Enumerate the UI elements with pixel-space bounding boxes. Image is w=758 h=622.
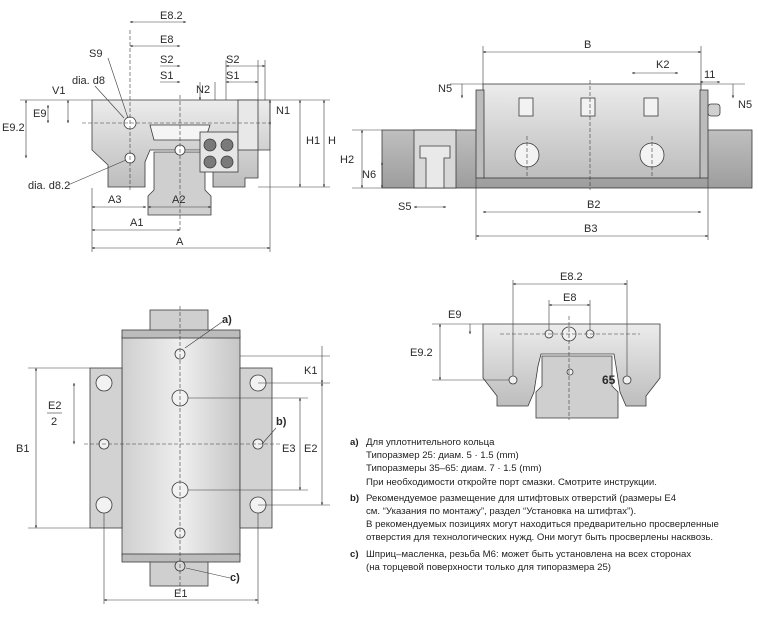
label-b3: B3 xyxy=(584,223,597,235)
rail-end xyxy=(535,355,619,419)
side-view: B K2 11 N5 N5 H2 N6 S5 B2 B3 xyxy=(340,39,753,240)
label-n2: N2 xyxy=(196,84,210,96)
footnote-line: Рекомендуемое размещение для штифтовых о… xyxy=(366,492,677,504)
label-v1: V1 xyxy=(52,85,65,97)
label-e92: E9.2 xyxy=(2,122,25,134)
footnote-line: см. “Указания по монтажу”, раздел “Устан… xyxy=(366,506,637,518)
label-e9-end: E9 xyxy=(448,309,461,321)
note-ref-c: c) xyxy=(230,572,240,584)
bolt-icon xyxy=(419,145,451,189)
label-s2-right: S2 xyxy=(226,54,239,66)
label-b: B xyxy=(584,39,591,51)
end-cap-profile xyxy=(482,323,661,407)
footnote-a: a) Для уплотнительного кольца Типоразмер… xyxy=(350,436,754,489)
label-e3: E3 xyxy=(282,443,295,455)
label-e1: E1 xyxy=(174,588,187,600)
label-b1: B1 xyxy=(16,443,29,455)
seal-plate xyxy=(237,99,259,151)
label-s1-right: S1 xyxy=(226,70,239,82)
footnote-line: Типоразмер 25: диам. 5 · 1.5 (mm) xyxy=(366,450,519,462)
label-n5-right: N5 xyxy=(738,99,752,111)
label-e82-end: E8.2 xyxy=(560,271,583,283)
footnote-line: отверстия для технологических нужд. Они … xyxy=(366,532,714,544)
ball xyxy=(203,138,217,152)
footnotes: a) Для уплотнительного кольца Типоразмер… xyxy=(350,436,754,577)
ball xyxy=(220,155,234,169)
footnote-line: (на торцевой поверхности только для типо… xyxy=(366,561,612,573)
footnote-marker: a) xyxy=(350,437,359,448)
label-b2: B2 xyxy=(587,199,600,211)
threaded-hole xyxy=(518,97,534,117)
note-ref-b: b) xyxy=(276,416,287,428)
pin-hole-icon xyxy=(566,368,574,376)
label-a1: A1 xyxy=(130,217,143,229)
threaded-hole xyxy=(643,97,659,117)
label-s2: S2 xyxy=(160,54,173,66)
label-e9: E9 xyxy=(33,108,46,120)
footnote-line: В рекомендуемых позициях могут находитьс… xyxy=(366,519,719,531)
footnote-marker: b) xyxy=(350,492,360,504)
footnote-marker: c) xyxy=(350,548,359,560)
pin-hole-icon xyxy=(622,375,632,385)
top-view: a) K1 b) E2 2 B1 E3 E2 c) E1 xyxy=(16,306,330,604)
end-cap-right xyxy=(699,89,709,179)
size-label: 65 xyxy=(602,373,616,387)
label-h2: H2 xyxy=(340,154,354,166)
label-e2-half-num: E2 xyxy=(48,400,61,412)
label-dia-d82: dia. d8.2 xyxy=(28,180,70,192)
label-a: A xyxy=(176,236,184,248)
footnote-c: c) Шприц–масленка, резьба M6: может быть… xyxy=(350,548,754,574)
mounting-hole-icon xyxy=(95,496,113,514)
label-e8: E8 xyxy=(160,34,173,46)
end-view: E8.2 E8 E9 E9.2 65 xyxy=(410,271,661,420)
label-e92-end: E9.2 xyxy=(410,347,433,359)
label-11: 11 xyxy=(704,69,715,81)
label-e8-end: E8 xyxy=(563,292,576,304)
end-cap-left xyxy=(475,89,485,179)
label-a2: A2 xyxy=(172,194,185,206)
label-s9: S9 xyxy=(89,48,102,60)
label-s1: S1 xyxy=(160,70,173,82)
footnote-line: Типоразмеры 35–65: диам. 7 · 1.5 (mm) xyxy=(366,463,542,475)
note-ref-a: a) xyxy=(222,314,232,326)
label-h1: H1 xyxy=(306,135,320,147)
label-k2: K2 xyxy=(656,59,669,71)
label-e2: E2 xyxy=(304,443,317,455)
footnote-line: Для уплотнительного кольца xyxy=(366,437,495,448)
label-h: H xyxy=(328,135,336,147)
carriage-top xyxy=(121,335,241,557)
ball xyxy=(220,138,234,152)
footnote-line: При необходимости откройте порт смазки. … xyxy=(366,476,657,488)
end-seal-top xyxy=(121,329,241,339)
label-e82: E8.2 xyxy=(160,10,183,22)
pin-hole-icon xyxy=(508,375,518,385)
footnote-b: b) Рекомендуемое размещение для штифтовы… xyxy=(350,492,754,545)
footnote-line: Шприц–масленка, резьба M6: может быть ус… xyxy=(366,548,692,560)
front-view: E8.2 E8 S9 S2 S1 dia. d8 V1 E9 E9.2 S2 S… xyxy=(2,10,336,252)
label-s5: S5 xyxy=(398,201,411,213)
label-dia-d8: dia. d8 xyxy=(72,75,105,87)
label-e2-half-den: 2 xyxy=(51,416,57,428)
mounting-hole-icon xyxy=(95,374,113,392)
label-n5-left: N5 xyxy=(438,83,452,95)
threaded-hole xyxy=(580,97,596,117)
label-a3: A3 xyxy=(108,194,121,206)
ball xyxy=(203,155,217,169)
label-k1: K1 xyxy=(304,365,317,377)
label-n6: N6 xyxy=(362,169,376,181)
lube-nipple-icon xyxy=(707,103,721,117)
label-n1: N1 xyxy=(276,105,290,117)
